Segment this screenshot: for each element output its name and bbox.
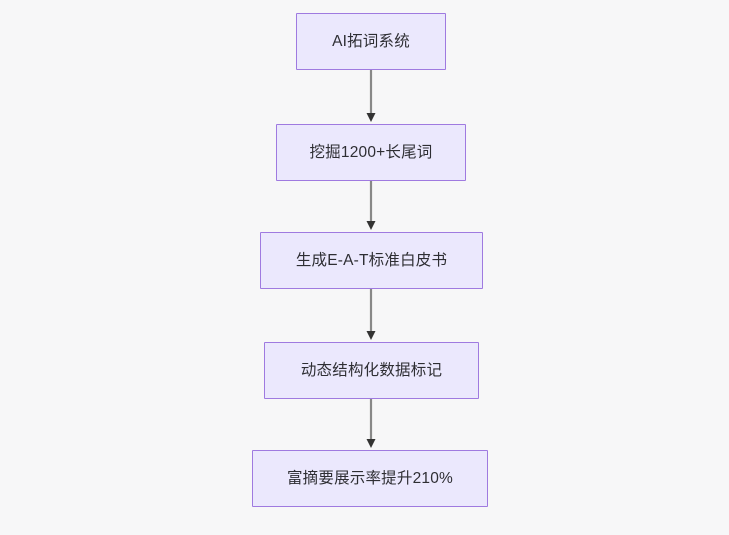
flowchart-node-generate-eat-whitepaper[interactable]: 生成E-A-T标准白皮书 [260,232,483,289]
flowchart-node-rich-snippet-rate-increase[interactable]: 富摘要展示率提升210% [252,450,488,507]
flowchart-node-label: AI拓词系统 [332,32,410,50]
flowchart-node-label: 动态结构化数据标记 [300,361,443,379]
flowchart-node-mine-longtail-keywords[interactable]: 挖掘1200+长尾词 [276,124,466,181]
flowchart-node-ai-keyword-system[interactable]: AI拓词系统 [296,13,446,70]
flowchart-node-label: 生成E-A-T标准白皮书 [295,251,448,269]
flowchart-node-dynamic-structured-data-markup[interactable]: 动态结构化数据标记 [264,342,479,399]
flowchart-node-label: 富摘要展示率提升210% [286,469,454,487]
flowchart-node-label: 挖掘1200+长尾词 [309,143,433,161]
